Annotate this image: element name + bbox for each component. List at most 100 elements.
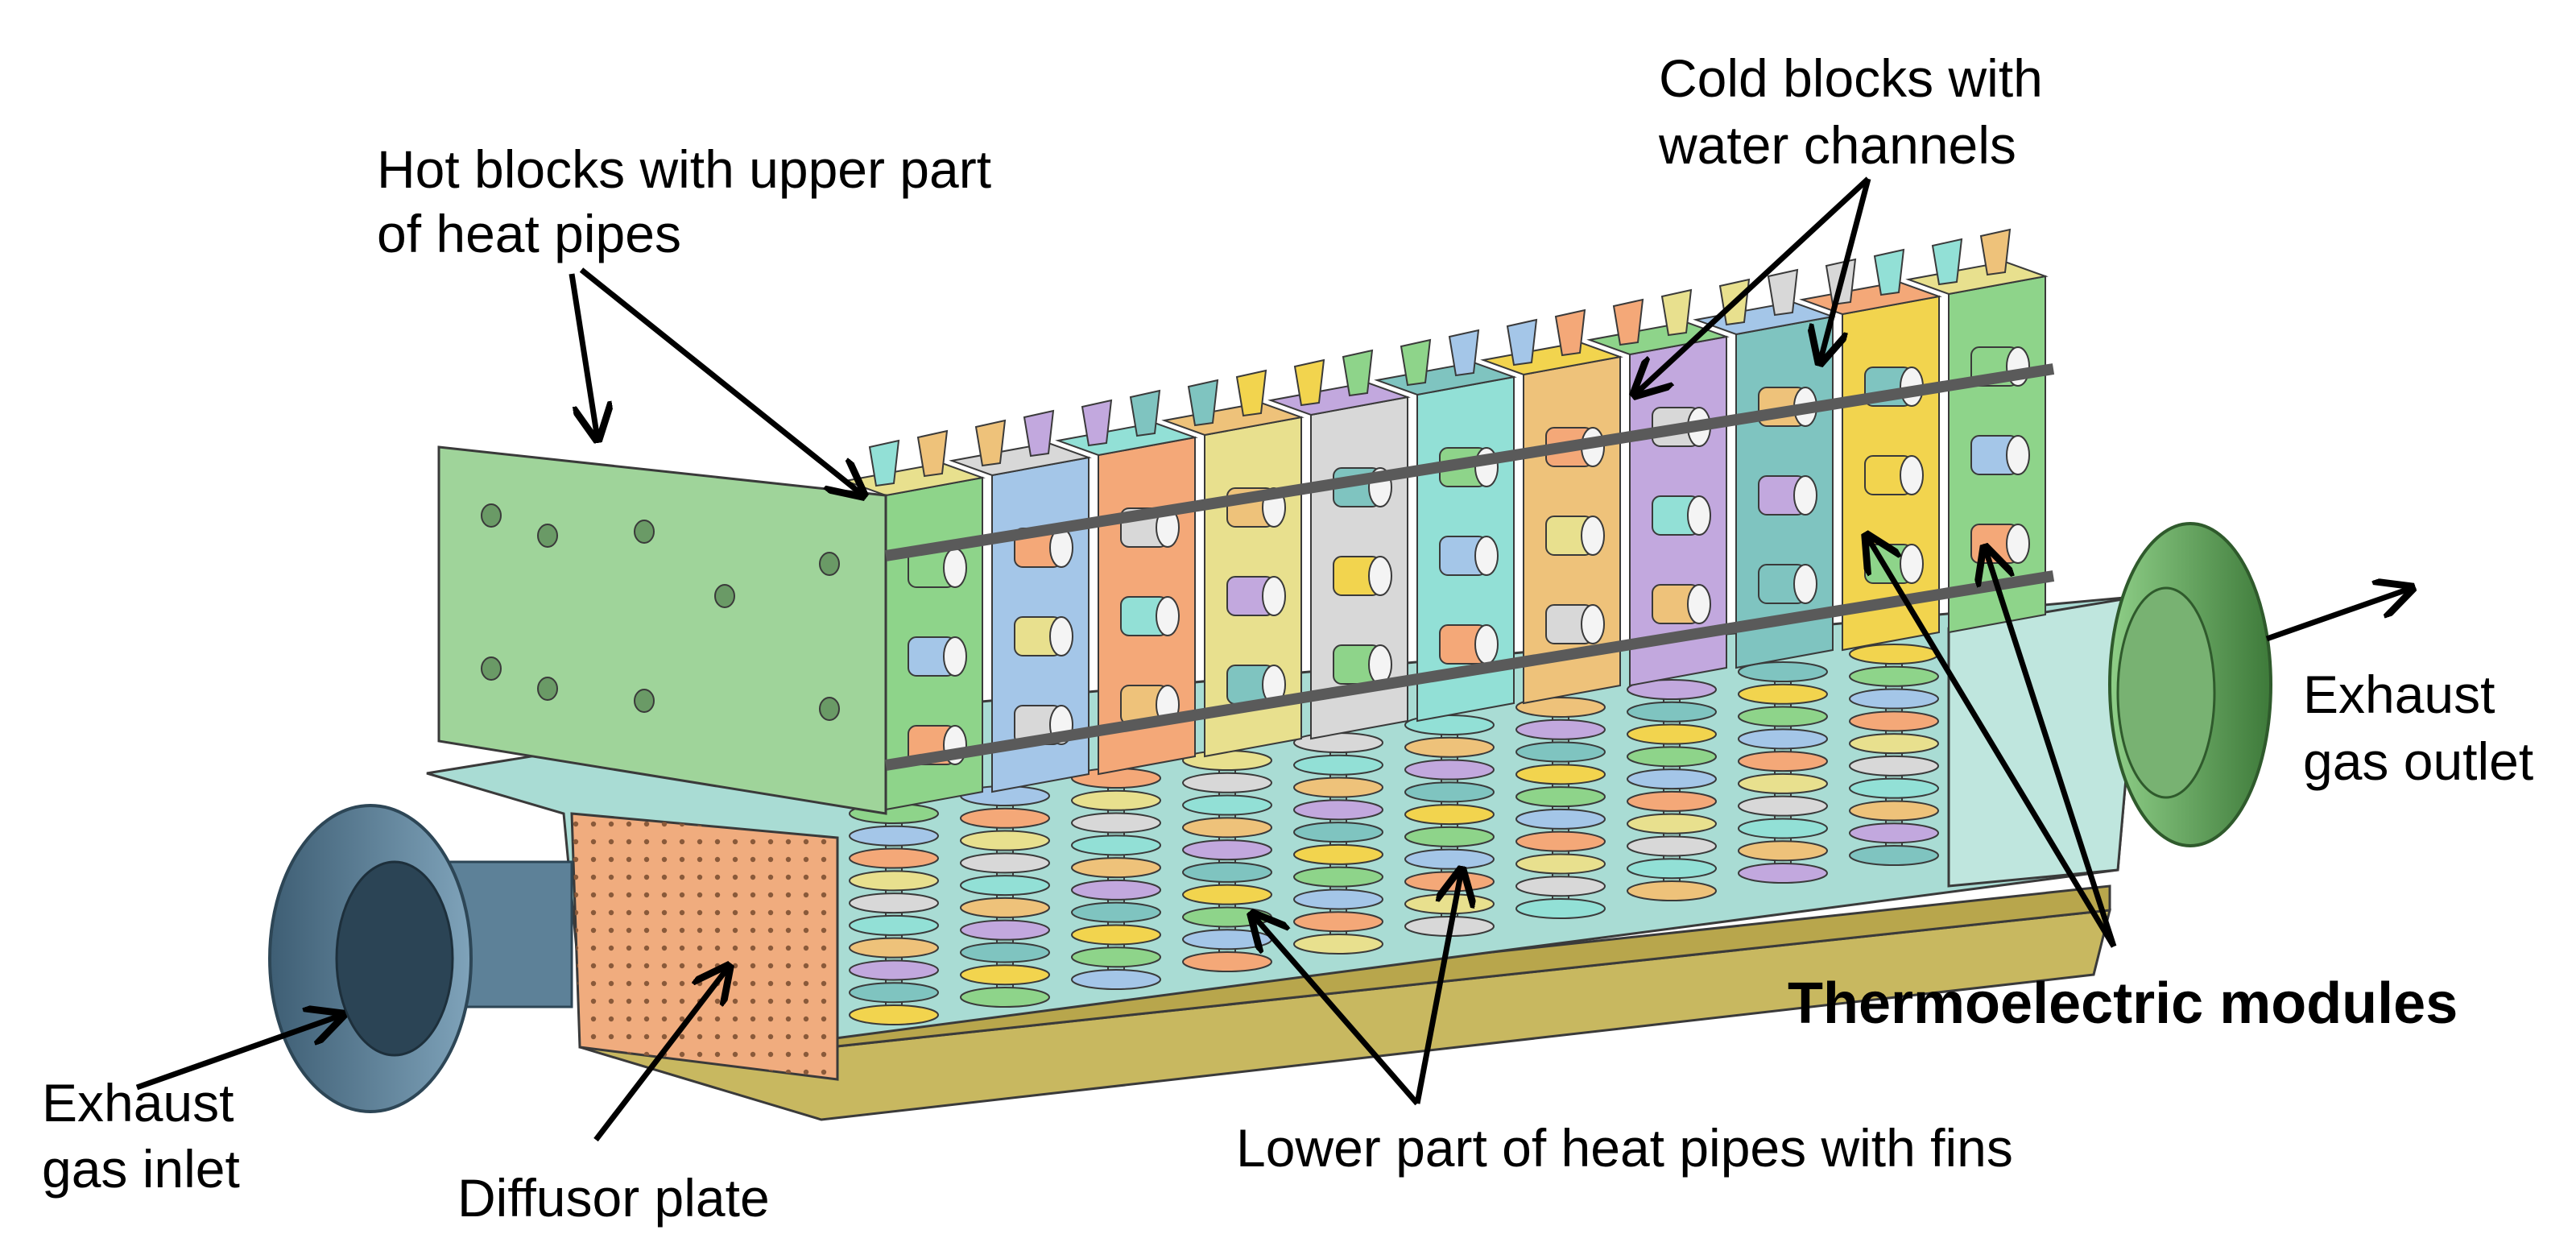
label-exhaust-outlet-line1: Exhaust — [2303, 665, 2495, 724]
heat-pipe-tab — [1506, 318, 1538, 367]
end-plate-hole — [634, 520, 655, 544]
diffusor-plate-holes — [572, 814, 837, 1079]
fin-disc — [1293, 934, 1383, 955]
water-channel-end — [1900, 544, 1924, 584]
fin-disc — [1515, 898, 1606, 919]
arrow-inlet — [135, 1015, 342, 1091]
fin-disc — [960, 875, 1050, 897]
fin-disc — [1404, 736, 1495, 758]
end-plate-hole — [634, 689, 655, 713]
end-plate-hole — [481, 503, 502, 528]
heat-pipe-tab — [1873, 248, 1905, 296]
fin-disc — [960, 942, 1050, 963]
fin-disc — [1849, 755, 1939, 777]
fin-disc — [1404, 804, 1495, 826]
heat-pipe-tab — [916, 429, 949, 478]
water-channel-end — [1687, 584, 1711, 624]
fin-disc — [1849, 665, 1939, 687]
fin-disc — [1849, 822, 1939, 844]
fin-disc — [1849, 733, 1939, 755]
water-channel-end — [1474, 624, 1499, 665]
fin-disc — [1071, 835, 1161, 856]
fin-disc — [1738, 683, 1828, 705]
heat-pipe-tab — [1129, 389, 1161, 437]
water-channel-end — [943, 636, 967, 677]
label-exhaust-inlet-line2: gas inlet — [42, 1139, 240, 1199]
fin-disc — [849, 825, 939, 847]
fin-disc — [849, 914, 939, 936]
fin-disc — [1627, 679, 1717, 700]
label-exhaust-inlet-line1: Exhaust — [42, 1073, 234, 1133]
heat-pipe-tab — [1448, 329, 1480, 377]
fin-disc — [1293, 911, 1383, 933]
fin-disc — [849, 892, 939, 914]
fin-disc — [1738, 661, 1828, 682]
heat-pipe-tab — [1235, 369, 1267, 417]
fin-disc — [1849, 777, 1939, 799]
heat-pipe-tab — [1342, 349, 1374, 397]
fin-disc — [849, 982, 939, 1004]
fin-disc — [1515, 741, 1606, 763]
heat-pipe-tab — [1612, 298, 1644, 346]
arrow-te-2 — [1985, 548, 2117, 948]
fin-disc — [1738, 840, 1828, 862]
heat-pipe-tab — [1187, 379, 1219, 427]
fin-disc — [1404, 781, 1495, 803]
fin-disc — [1404, 826, 1495, 847]
label-cold-blocks-line1: Cold blocks with — [1659, 48, 2043, 108]
fin-disc — [960, 919, 1050, 941]
label-exhaust-outlet-line2: gas outlet — [2303, 731, 2533, 791]
fin-disc — [1071, 879, 1161, 901]
fin-disc — [1182, 794, 1272, 816]
end-plate-hole — [819, 552, 840, 576]
fin-disc — [1738, 728, 1828, 750]
fin-disc — [1293, 822, 1383, 843]
water-channel-end — [2006, 435, 2030, 475]
end-plate-hole — [481, 656, 502, 681]
fin-disc — [1182, 884, 1272, 905]
heat-pipe-tab — [1023, 409, 1055, 458]
inlet-flange — [268, 804, 573, 1113]
end-plate-hole — [819, 697, 840, 721]
fin-disc — [1738, 751, 1828, 772]
fin-disc — [1849, 800, 1939, 822]
fin-disc — [1293, 754, 1383, 776]
fin-disc — [1627, 880, 1717, 901]
fin-disc — [849, 870, 939, 892]
fin-disc — [849, 847, 939, 869]
water-channel-end — [1793, 475, 1817, 516]
fin-disc — [1071, 789, 1161, 811]
fin-disc — [1738, 818, 1828, 839]
fin-disc — [1071, 969, 1161, 990]
label-cold-blocks-line2: water channels — [1658, 115, 2016, 175]
heat-pipe-tab — [974, 419, 1007, 467]
fin-disc — [1071, 924, 1161, 946]
fin-disc — [849, 1004, 939, 1025]
water-channel-end — [1474, 536, 1499, 576]
fin-disc — [1293, 866, 1383, 888]
fin-disc — [1182, 750, 1272, 771]
fin-disc — [1182, 817, 1272, 839]
water-channel-end — [1687, 495, 1711, 536]
lower-heat-pipe-fins — [849, 644, 1939, 1025]
fin-disc — [1738, 772, 1828, 794]
end-plate-hole — [537, 677, 558, 701]
water-channel-end — [1793, 564, 1817, 604]
heat-pipe-tab — [1767, 268, 1799, 317]
fin-disc — [1627, 701, 1717, 723]
fin-disc — [1182, 951, 1272, 972]
fin-disc — [960, 830, 1050, 851]
fin-disc — [1738, 795, 1828, 817]
fin-disc — [1182, 861, 1272, 883]
water-channel-end — [1581, 516, 1605, 556]
fin-disc — [1182, 929, 1272, 950]
label-thermoelectric-modules: Thermoelectric modules — [1788, 971, 2458, 1036]
fin-disc — [1627, 835, 1717, 857]
water-channel-end — [1049, 616, 1073, 656]
fin-disc — [1515, 808, 1606, 830]
fin-disc — [1071, 946, 1161, 968]
tie-rod-upper — [884, 363, 2055, 561]
fin-disc — [1738, 706, 1828, 727]
fin-disc — [1293, 777, 1383, 798]
